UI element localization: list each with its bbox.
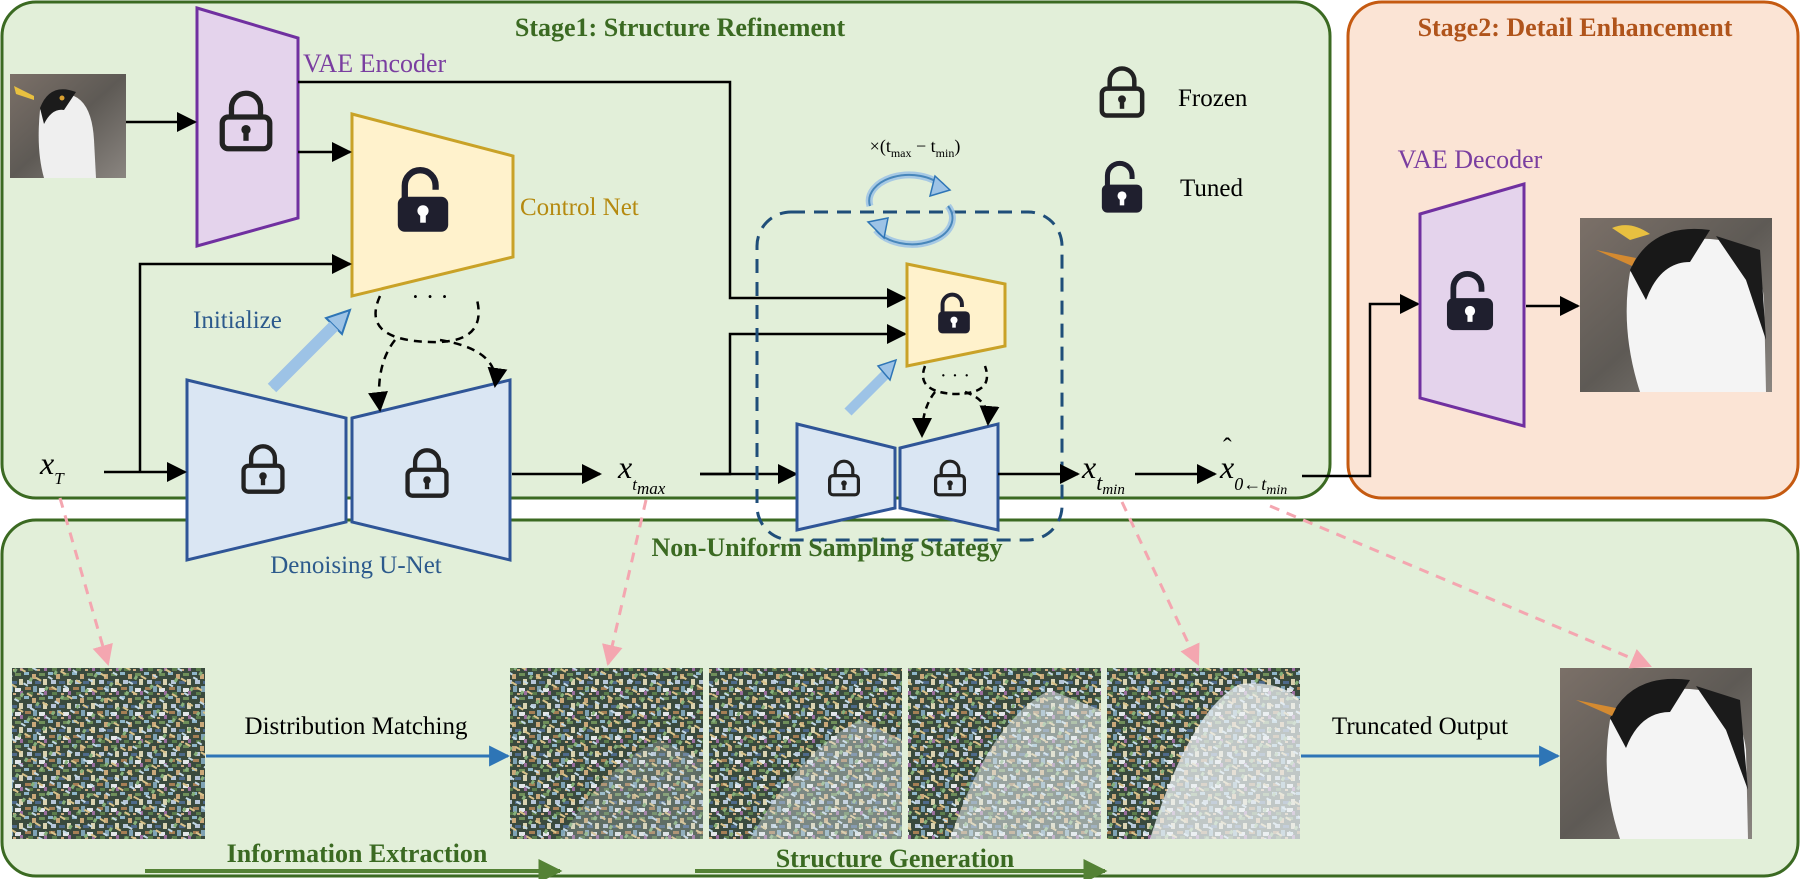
- dots: · · ·: [411, 284, 448, 311]
- loop-count-label: ×(tmax − tmin): [870, 136, 961, 160]
- unet-encoder-block: [185, 378, 348, 562]
- vae-encoder-label: VAE Encoder: [303, 49, 447, 78]
- input-penguin-image: [10, 74, 126, 178]
- stage2-title: Stage2: Detail Enhancement: [1418, 13, 1733, 42]
- sampling-title: Non-Uniform Sampling Stategy: [651, 533, 1002, 562]
- noise-image: [12, 668, 205, 839]
- output-penguin-image: [1580, 218, 1772, 392]
- control-net-label: Control Net: [520, 194, 639, 221]
- distribution-matching-label: Distribution Matching: [245, 713, 468, 740]
- unet-label: Denoising U-Net: [270, 552, 442, 579]
- truncated-output-label: Truncated Output: [1332, 713, 1508, 740]
- output-penguin-image: [1560, 668, 1752, 839]
- stage1-panel: [0, 0, 1332, 500]
- x-tmax-variable: xtmax: [617, 449, 666, 498]
- noise-image: [908, 668, 1101, 839]
- dashed-loop: [374, 295, 480, 344]
- vae-decoder-label: VAE Decoder: [1398, 145, 1543, 174]
- legend-tuned: Tuned: [1180, 175, 1243, 202]
- structure-generation-label: Structure Generation: [776, 844, 1015, 873]
- initialize-label: Initialize: [193, 307, 282, 334]
- information-extraction-label: Information Extraction: [227, 839, 488, 868]
- stage1-title: Stage1: Structure Refinement: [515, 13, 846, 42]
- noise-image: [709, 668, 902, 839]
- hat-accent: ˆ: [1223, 433, 1232, 462]
- iteration-loop-box: [755, 210, 1064, 542]
- noise-image: [510, 668, 703, 839]
- legend-frozen: Frozen: [1178, 85, 1248, 112]
- x-tmin-variable: xtmin: [1081, 449, 1125, 498]
- x-hat-zero-variable: x0←tmin: [1219, 449, 1287, 498]
- x-t-variable: xT: [39, 445, 65, 488]
- refresh-cycle-icon: [865, 171, 956, 248]
- dots: · · ·: [940, 365, 970, 387]
- noise-image: [1107, 668, 1300, 839]
